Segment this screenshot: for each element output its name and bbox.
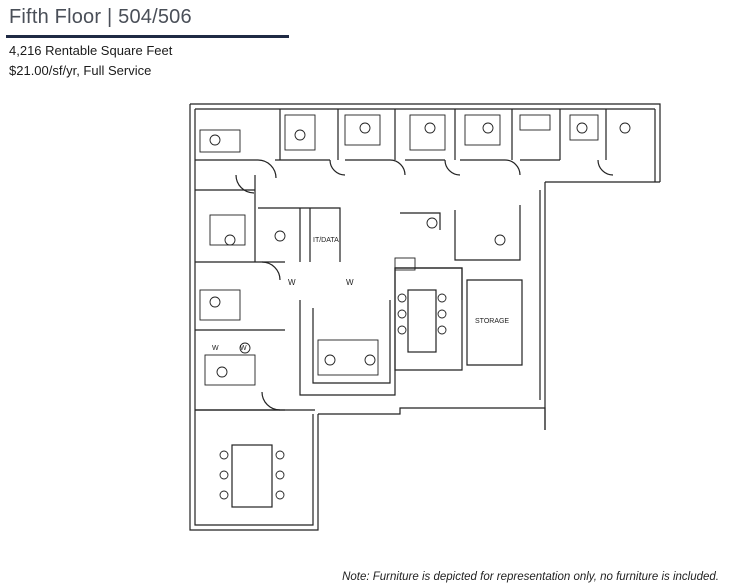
chair [482,122,494,134]
conf-table-main [407,289,437,353]
west-office-walls [195,175,285,411]
desk [204,354,256,386]
chair [619,122,631,134]
desk [519,114,551,131]
chair [294,129,306,141]
w-label: W [288,278,296,287]
w-label: W [346,278,354,287]
chair [494,234,506,246]
chair [219,470,229,480]
chair [275,490,285,500]
west-wall [189,104,319,531]
w-label: W [240,345,247,352]
chair [576,122,588,134]
west-wall-inner [194,109,314,526]
area-text: 4,216 Rentable Square Feet [9,43,173,58]
chair [219,450,229,460]
chair [209,296,221,308]
chair [359,122,371,134]
chair [224,234,236,246]
outer-wall [190,103,661,182]
chair [437,293,447,303]
page-title: Fifth Floor | 504/506 [9,6,192,28]
desk [209,214,246,246]
desk [284,114,316,151]
title-rule [6,35,289,38]
chair [275,470,285,480]
storage-label: STORAGE [475,318,509,325]
chair [219,490,229,500]
south-corridor-wall [318,407,546,430]
reception [400,205,521,261]
chair [397,325,407,335]
desk [464,114,501,146]
chair [275,450,285,460]
it-data-label: IT/DATA [313,237,339,244]
desk [317,339,379,376]
conference-room [394,267,463,371]
chair [274,230,286,242]
conference-table [231,444,273,508]
desk [409,114,446,151]
storage-room [466,279,523,366]
desk [344,114,381,146]
desk [569,114,599,141]
chair [397,309,407,319]
chair [216,366,228,378]
center-core [299,267,463,396]
chair [437,309,447,319]
desk [199,289,241,321]
chair [324,354,336,366]
west-office-doors [235,174,281,411]
desk [394,257,416,271]
chair [424,122,436,134]
chair [364,354,376,366]
chair [239,342,251,354]
small-rooms [258,207,341,262]
chair [397,293,407,303]
rate-text: $21.00/sf/yr, Full Service [9,63,152,78]
workroom [312,300,391,384]
footnote: Note: Furniture is depicted for represen… [342,571,719,583]
chair [209,134,221,146]
chair [426,217,438,229]
office-doors [257,159,614,179]
w-label: W [212,345,219,352]
chair [437,325,447,335]
desk [199,129,241,153]
office-partitions [279,109,656,182]
